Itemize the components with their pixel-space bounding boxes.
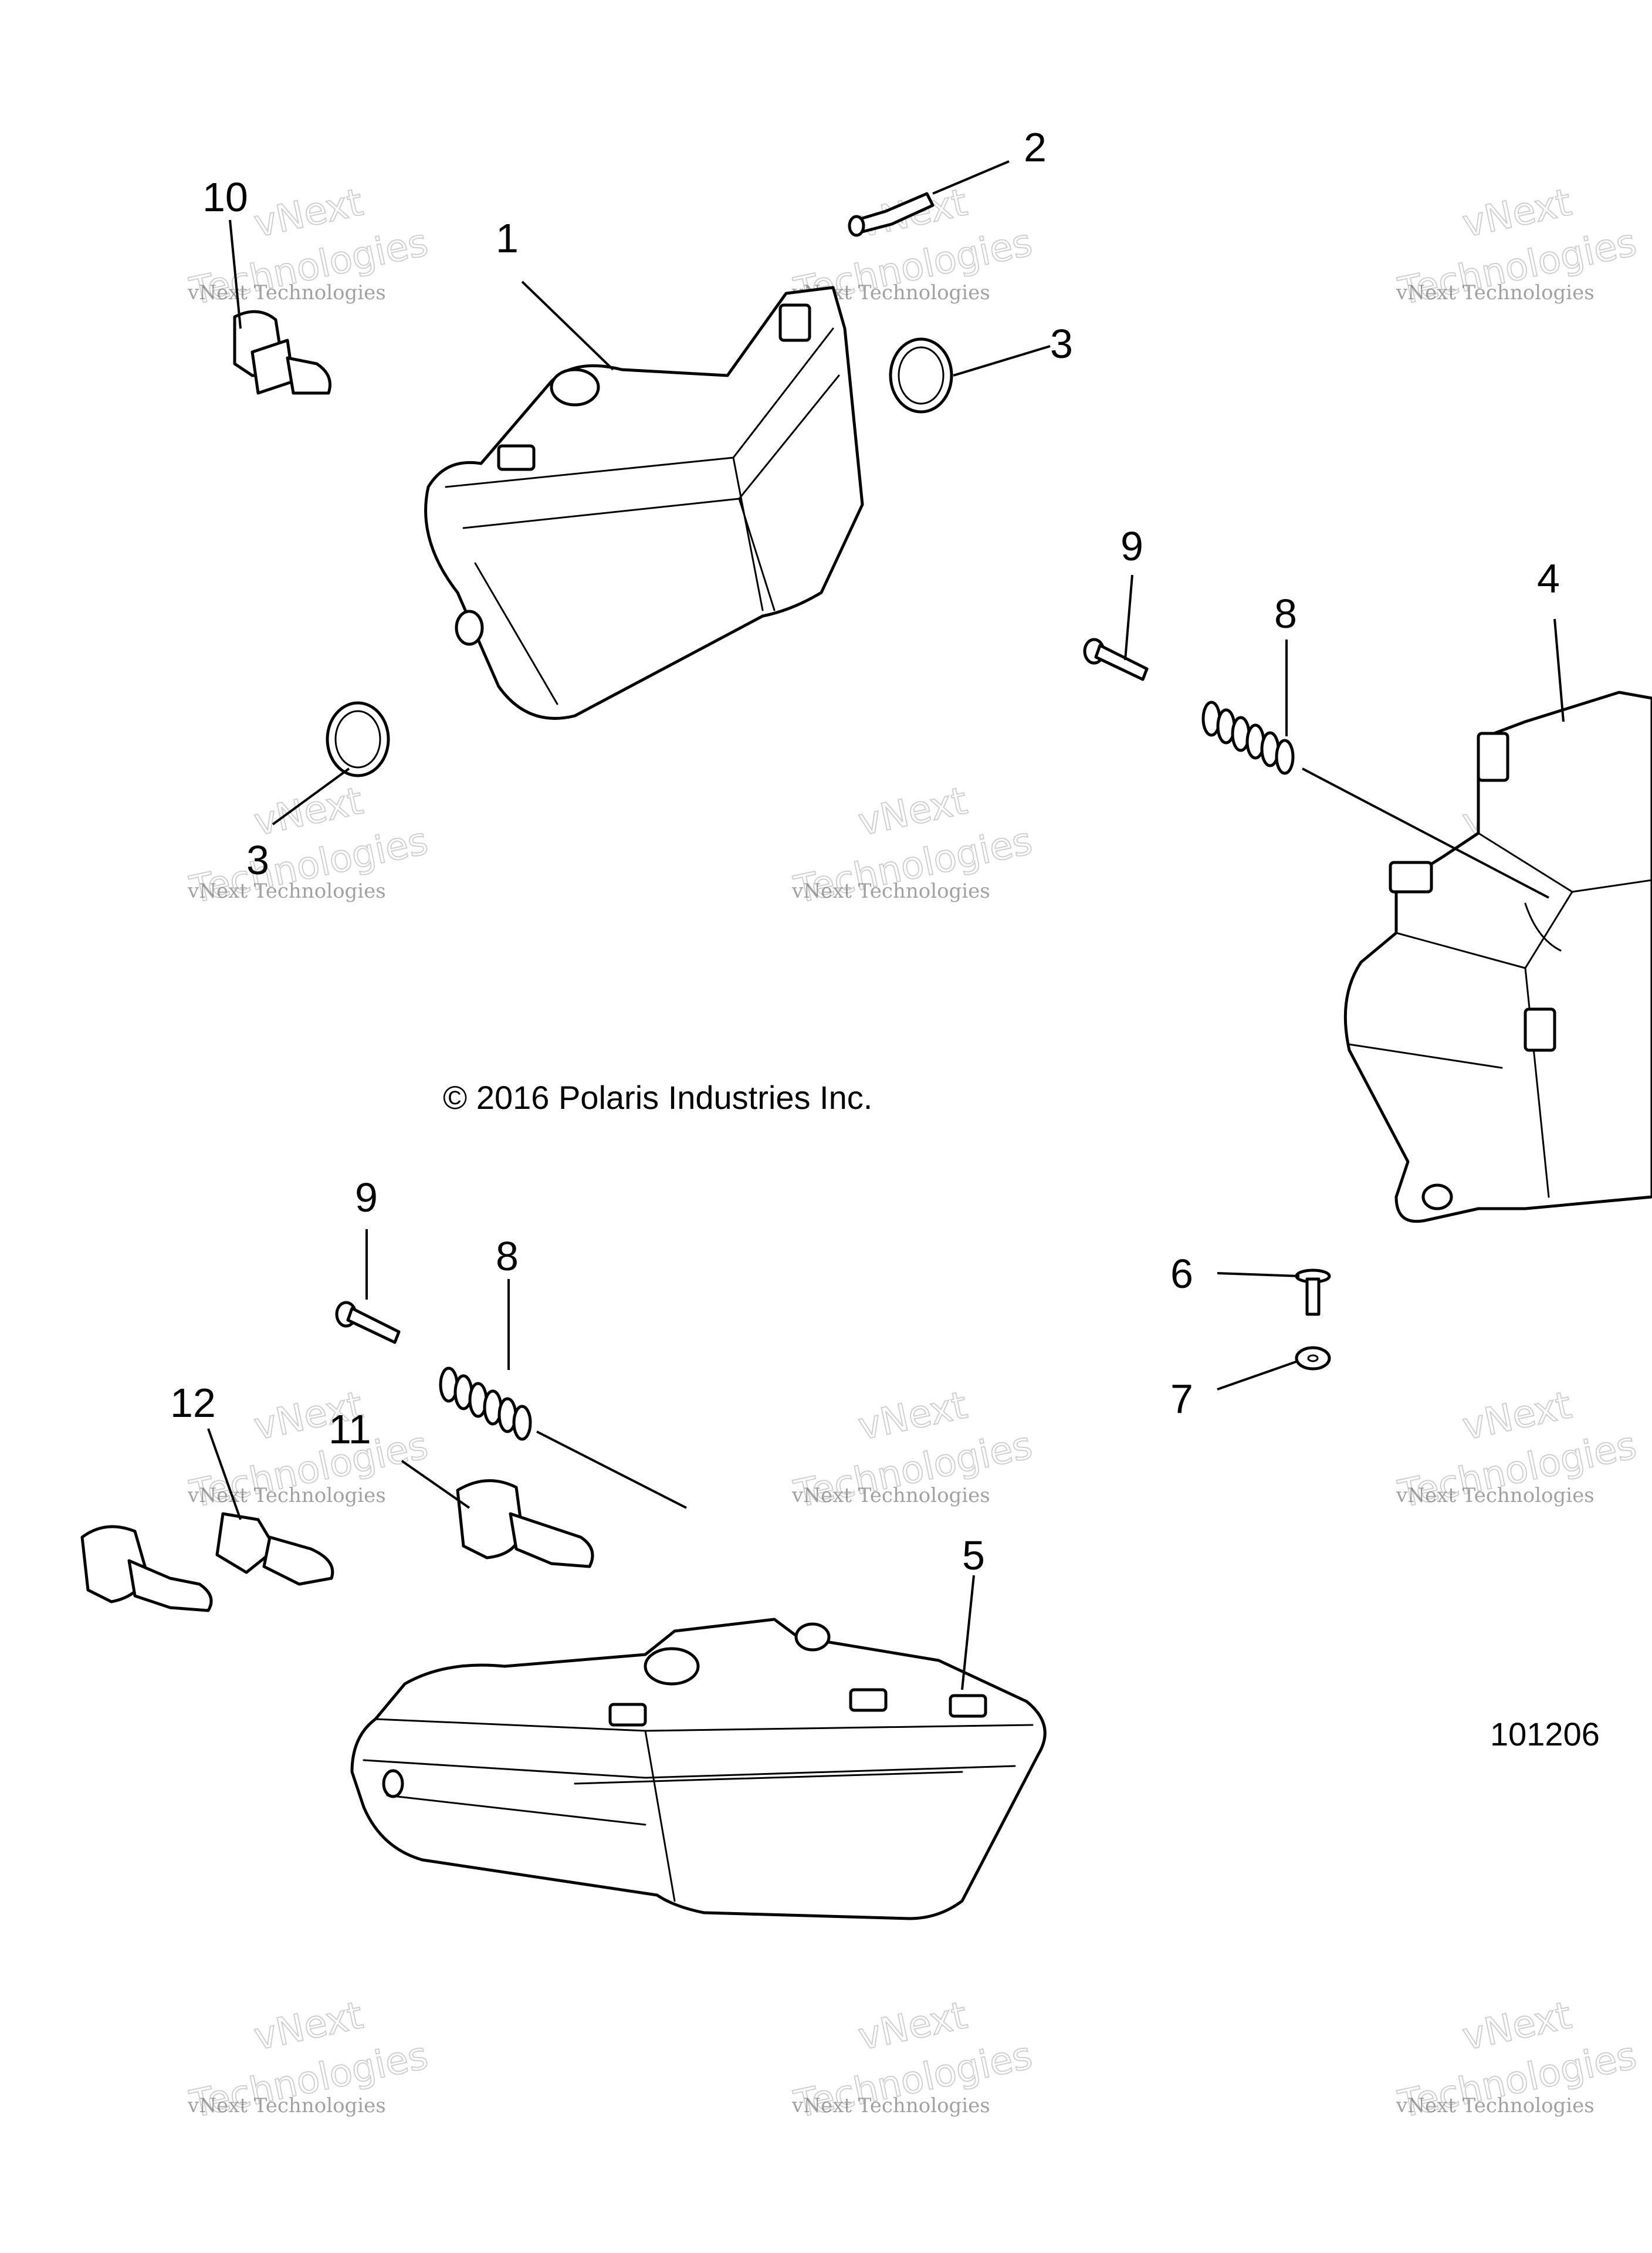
watermark: vNext Technologies vNext Technologies: [1394, 1993, 1641, 2127]
watermark: vNext Technologies vNext Technologies: [790, 1993, 1037, 2127]
watermark: vNext Technologies vNext Technologies: [185, 1993, 432, 2127]
callout-8-upper: 8: [1274, 591, 1297, 637]
watermark: vNext Technologies vNext Technologies: [790, 1383, 1037, 1517]
headlight-housing-upper: [424, 286, 864, 720]
callout-3-lower: 3: [246, 837, 269, 883]
svg-text:vNext Technologies: vNext Technologies: [1396, 281, 1595, 305]
bolt-lower: [335, 1301, 401, 1344]
callout-11: 11: [329, 1406, 371, 1452]
bulb-halogen-left: [80, 1525, 213, 1612]
watermark: vNext Technologies vNext Technologies: [185, 1383, 432, 1517]
o-ring-upper-inner: [898, 346, 945, 405]
svg-text:vNext Technologies: vNext Technologies: [187, 281, 386, 305]
svg-text:vNext Technologies: vNext Technologies: [187, 879, 386, 903]
callout-6: 6: [1170, 1251, 1193, 1297]
callout-5: 5: [962, 1533, 985, 1578]
callout-4: 4: [1537, 556, 1560, 601]
headlight-assembly-right: [1343, 691, 1652, 1223]
svg-text:vNext Technologies: vNext Technologies: [791, 879, 990, 903]
callout-10: 10: [202, 174, 248, 220]
svg-text:vNext Technologies: vNext Technologies: [187, 1484, 386, 1507]
bolt-upper: [1083, 638, 1149, 681]
leader-lines: [207, 160, 1565, 1690]
watermark: vNext Technologies vNext Technologies: [1394, 180, 1641, 314]
watermark: vNext Technologies vNext Technologies: [1394, 1383, 1641, 1517]
callout-labels: 1 2 3 3 4 5 6 7 8 8 9 9 10 11 12: [170, 124, 1560, 1578]
callout-1: 1: [496, 215, 519, 261]
svg-text:vNext Technologies: vNext Technologies: [791, 2094, 990, 2117]
spring-upper: [1201, 701, 1295, 775]
washer: [1295, 1346, 1331, 1371]
callout-12: 12: [170, 1380, 216, 1426]
headlight-housing-lower: [350, 1618, 1047, 1920]
callout-9-upper: 9: [1120, 523, 1143, 569]
svg-text:vNext Technologies: vNext Technologies: [1396, 1484, 1595, 1507]
svg-text:vNext Technologies: vNext Technologies: [1396, 2094, 1595, 2117]
pin-part: [848, 192, 935, 237]
copyright-notice: © 2016 Polaris Industries Inc.: [443, 1079, 872, 1116]
callout-3-upper: 3: [1050, 321, 1073, 367]
svg-text:vNext Technologies: vNext Technologies: [791, 1484, 990, 1507]
watermark: vNext Technologies vNext Technologies: [790, 779, 1037, 913]
o-ring-lower-inner: [334, 710, 381, 769]
bulb-halogen-middle: [456, 1479, 594, 1568]
callout-2: 2: [1024, 124, 1047, 170]
svg-text:vNext Technologies: vNext Technologies: [187, 2094, 386, 2117]
o-ring-lower: [326, 701, 390, 777]
callout-7: 7: [1170, 1376, 1193, 1422]
o-ring-upper: [889, 337, 953, 414]
bulb-wedge: [215, 1512, 334, 1586]
screw: [1295, 1268, 1331, 1316]
figure-number: 101206: [1490, 1716, 1600, 1753]
bulb-connector-upper: [233, 310, 331, 395]
spring-lower: [439, 1366, 532, 1441]
callout-9-lower: 9: [355, 1175, 378, 1220]
callout-8-lower: 8: [496, 1233, 519, 1279]
